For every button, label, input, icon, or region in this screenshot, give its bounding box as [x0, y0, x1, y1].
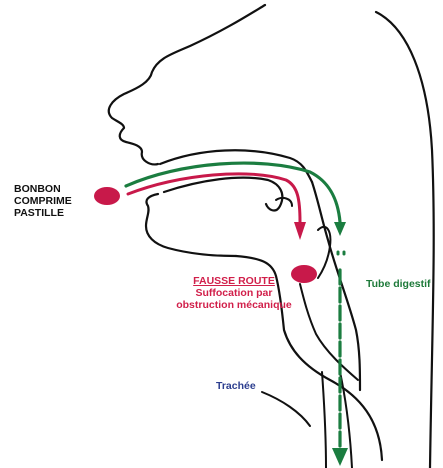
digestive-arrowhead-upper — [334, 222, 346, 236]
fausse-route-title: FAUSSE ROUTE — [173, 275, 295, 287]
wrong-route-arrow — [128, 174, 300, 222]
face-profile-outline — [109, 5, 265, 164]
object-label-line-2: COMPRIME — [14, 195, 72, 207]
tube-digestif-label: Tube digestif — [366, 278, 431, 290]
fausse-route-label: FAUSSE ROUTE Suffocation par obstruction… — [173, 275, 295, 311]
chin-outline — [146, 194, 236, 256]
object-label-line-1: BONBON — [14, 183, 72, 195]
candy-in-mouth — [94, 187, 120, 205]
trachee-label: Trachée — [216, 380, 256, 392]
lower-trachea-left — [262, 392, 310, 426]
vocal-cord-outline — [318, 227, 330, 278]
tongue-outline — [164, 178, 282, 211]
object-label-line-3: PASTILLE — [14, 207, 72, 219]
object-label: BONBON COMPRIME PASTILLE — [14, 183, 72, 219]
lower-trachea-right — [322, 372, 326, 468]
digestive-dots — [338, 252, 344, 254]
digestive-arrowhead-lower — [332, 448, 348, 466]
wrong-route-arrowhead — [294, 222, 306, 240]
digestive-route-arrow — [126, 163, 340, 222]
back-of-head-outline — [376, 12, 434, 468]
epiglottis-outline — [276, 198, 292, 206]
fausse-route-line-2: obstruction mécanique — [173, 299, 295, 311]
fausse-route-line-1: Suffocation par — [173, 287, 295, 299]
